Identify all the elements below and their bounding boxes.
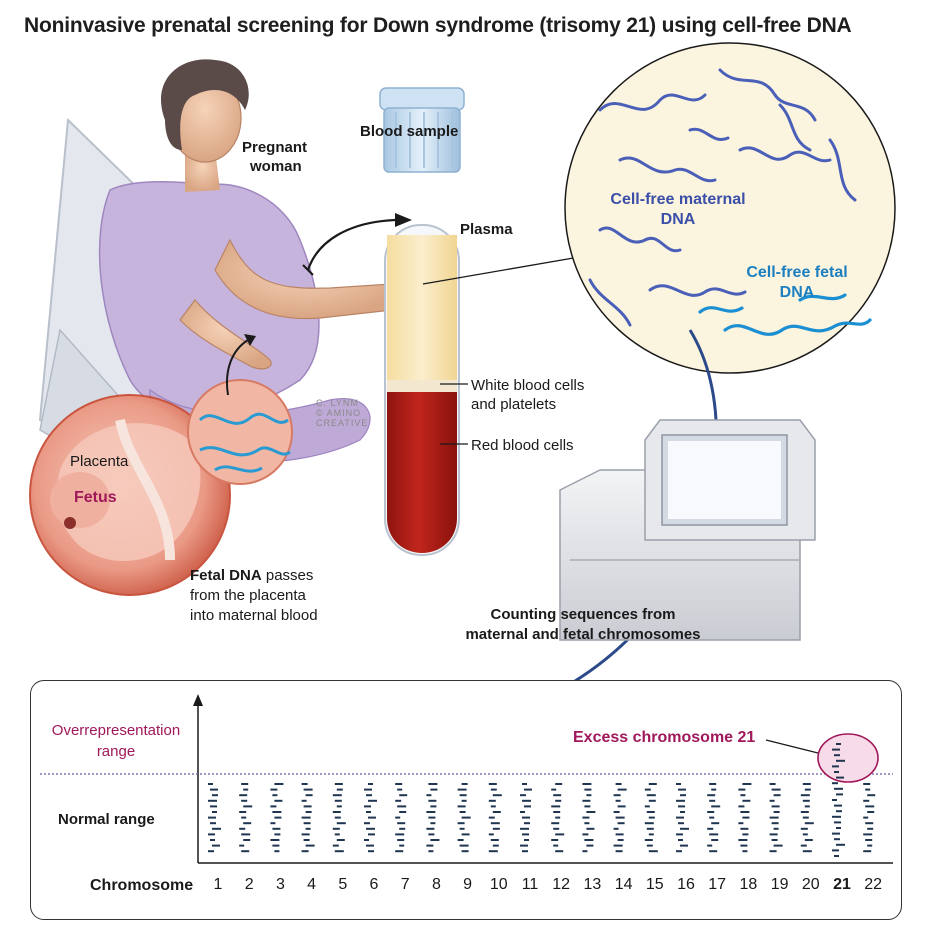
chromosome-column-10 xyxy=(488,783,502,853)
chromosome-column-17 xyxy=(707,783,721,853)
chromosome-column-21 xyxy=(832,743,845,857)
illustration xyxy=(29,42,896,680)
chromosome-column-20 xyxy=(800,783,814,853)
x-tick-10: 10 xyxy=(489,876,508,893)
chromosome-column-1 xyxy=(208,783,221,853)
x-tick-7: 7 xyxy=(400,876,410,893)
label-placenta: Placenta xyxy=(70,453,129,470)
label-blood-sample: Blood sample xyxy=(360,123,459,140)
x-tick-20: 20 xyxy=(801,876,820,893)
chromosome-column-12 xyxy=(551,783,565,853)
x-tick-6: 6 xyxy=(369,876,379,893)
label-fetal-dna-passes: Fetal DNA passes from the placenta into … xyxy=(190,567,318,624)
y-axis-arrow xyxy=(193,694,203,706)
chromosome-column-14 xyxy=(613,783,627,853)
x-tick-11: 11 xyxy=(521,876,539,893)
chromosome-column-2 xyxy=(239,783,253,853)
x-tick-3: 3 xyxy=(275,876,285,893)
chromosome-column-4 xyxy=(301,783,315,853)
chromosome-column-18 xyxy=(738,783,752,853)
x-tick-18: 18 xyxy=(739,876,758,893)
x-tick-8: 8 xyxy=(431,876,441,893)
chromosome-column-6 xyxy=(364,783,377,853)
x-tick-17: 17 xyxy=(708,876,727,893)
chromosome-column-16 xyxy=(676,783,689,853)
chromosome-column-3 xyxy=(270,783,284,853)
x-tick-1: 1 xyxy=(213,876,223,893)
chromosome-column-11 xyxy=(520,783,532,853)
chart-panel xyxy=(30,680,902,920)
x-tick-13: 13 xyxy=(583,876,602,893)
x-tick-21: 21 xyxy=(833,876,851,893)
chromosome-column-13 xyxy=(582,783,596,853)
x-tick-16: 16 xyxy=(677,876,695,893)
chromosome-column-8 xyxy=(426,783,440,853)
chromosome-column-5 xyxy=(332,783,346,853)
label-red-cells: Red blood cells xyxy=(471,437,574,454)
x-axis-label: Chromosome xyxy=(90,877,194,894)
annotation-pointer xyxy=(765,739,827,756)
x-tick-15: 15 xyxy=(645,876,664,893)
x-tick-5: 5 xyxy=(338,876,348,893)
chromosome-column-22 xyxy=(863,783,876,853)
x-tick-2: 2 xyxy=(244,876,254,893)
label-normal-range: Normal range xyxy=(58,811,155,828)
chromosome-column-15 xyxy=(644,783,658,853)
label-excess-21: Excess chromosome 21 xyxy=(573,729,756,746)
x-tick-4: 4 xyxy=(307,876,317,893)
chromosome-column-19 xyxy=(769,783,783,853)
chromosome-column-7 xyxy=(395,783,408,853)
chromosome-column-9 xyxy=(457,783,471,853)
chromosome-chart xyxy=(40,694,893,864)
label-plasma: Plasma xyxy=(460,221,513,238)
x-tick-9: 9 xyxy=(463,876,473,893)
page-title: Noninvasive prenatal screening for Down … xyxy=(24,14,852,37)
x-tick-12: 12 xyxy=(552,876,571,893)
x-tick-22: 22 xyxy=(864,876,883,893)
x-tick-19: 19 xyxy=(770,876,789,893)
x-tick-14: 14 xyxy=(614,876,633,893)
label-fetus: Fetus xyxy=(74,489,117,506)
excess-circle xyxy=(817,733,879,783)
